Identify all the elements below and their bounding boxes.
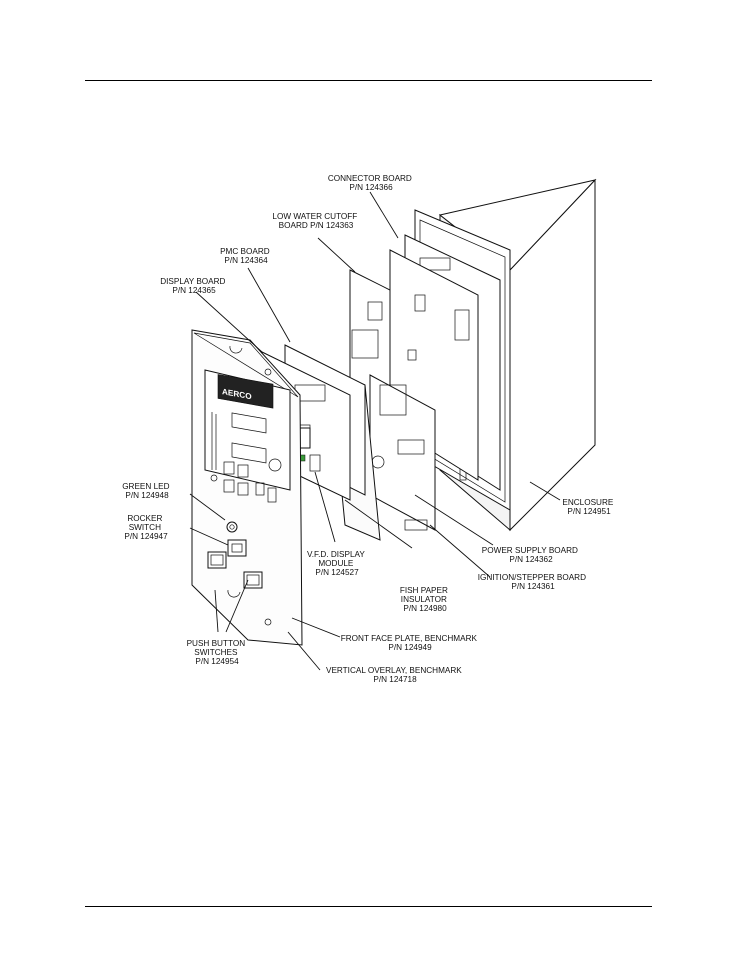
rocker-switch-part	[227, 539, 247, 557]
callout-vertical-overlay: VERTICAL OVERLAY, BENCHMARK P/N 124718	[326, 666, 464, 684]
vertical-overlay-part: AERCO	[204, 369, 291, 503]
leader-lines	[189, 191, 561, 671]
push-button-switches-part	[207, 551, 263, 589]
callout-push-button-switches: PUSH BUTTON SWITCHES P/N 124954	[187, 639, 248, 666]
footer-rule	[85, 906, 652, 907]
callout-connector-board: CONNECTOR BOARD P/N 124366	[328, 174, 414, 192]
header-rule	[85, 80, 652, 81]
callout-enclosure: ENCLOSURE P/N 124951	[562, 498, 615, 516]
callout-rocker-switch: ROCKER SWITCH P/N 124947	[124, 514, 168, 541]
callout-vfd-display-module: V.F.D. DISPLAY MODULE P/N 124527	[307, 550, 367, 577]
callout-low-water-cutoff-board: LOW WATER CUTOFF BOARD P/N 124363	[272, 212, 359, 230]
ignition-stepper-board-part	[369, 374, 436, 531]
callout-ignition-stepper-board: IGNITION/STEPPER BOARD P/N 124361	[478, 573, 589, 591]
callout-fish-paper-insulator: FISH PAPER INSULATOR P/N 124980	[400, 586, 450, 613]
callout-power-supply-board: POWER SUPPLY BOARD P/N 124362	[482, 546, 580, 564]
callout-green-led: GREEN LED P/N 124948	[122, 482, 172, 500]
callout-pmc-board: PMC BOARD P/N 124364	[220, 247, 272, 265]
callout-front-face-plate: FRONT FACE PLATE, BENCHMARK P/N 124949	[341, 634, 479, 652]
callout-display-board: DISPLAY BOARD P/N 124365	[160, 277, 228, 295]
green-led-part	[226, 521, 238, 533]
